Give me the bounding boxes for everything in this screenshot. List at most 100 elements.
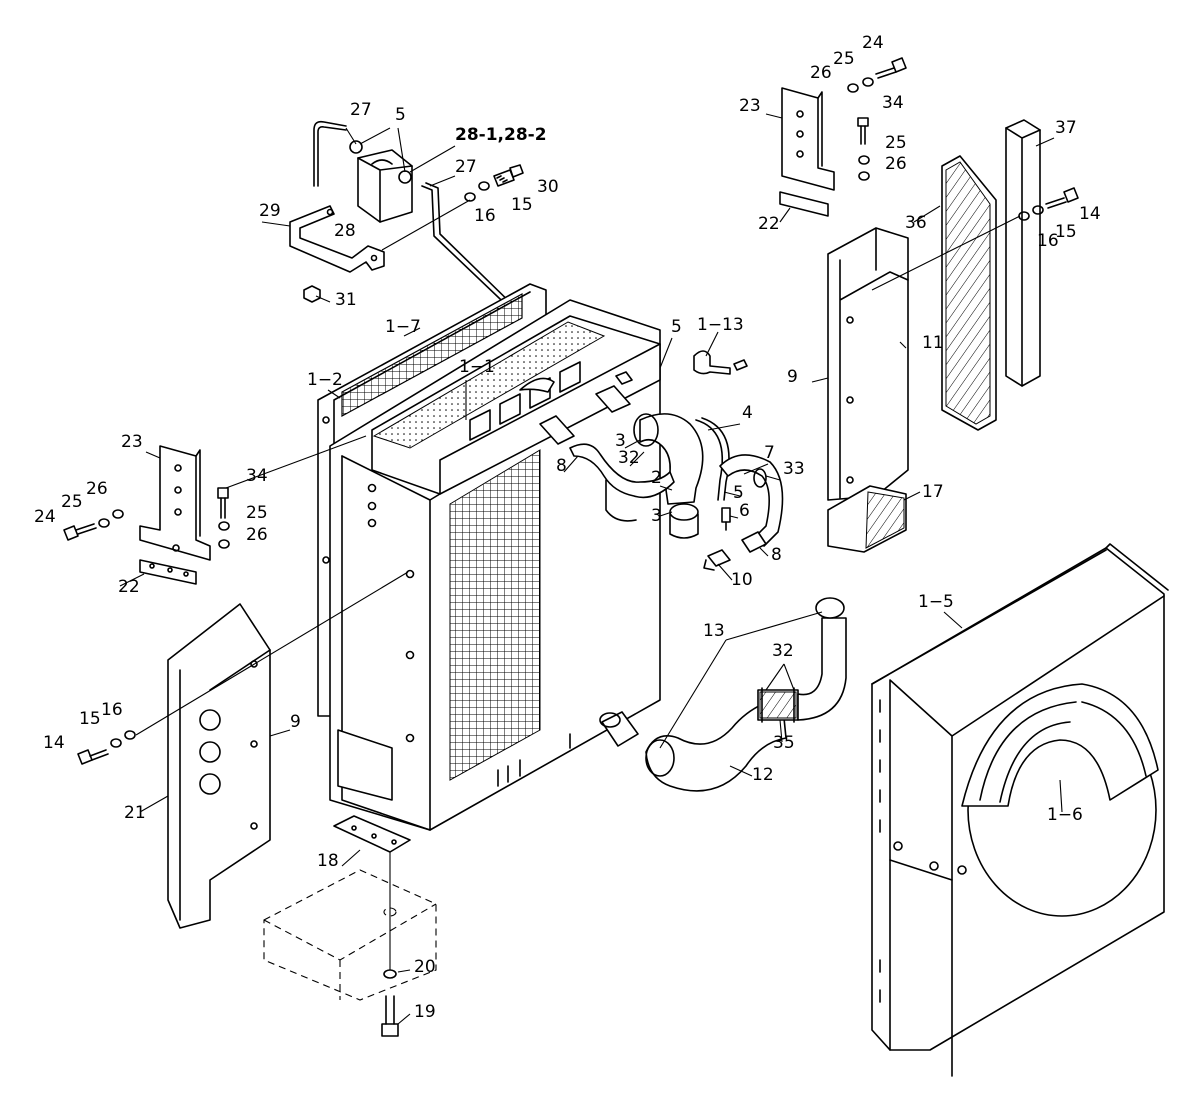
pad-17 [827,485,907,553]
callout-c8a: 8 [556,456,567,476]
callout-c25a: 25 [833,49,855,69]
callout-c16b: 16 [1037,231,1059,251]
callout-c25d: 25 [246,503,268,523]
callout-c32b: 32 [772,641,794,661]
bolt-34-right [857,117,870,181]
upper-elbow-13 [797,597,847,721]
callout-c37: 37 [1055,118,1077,138]
callout-c5b: 5 [671,317,682,337]
callout-c19: 19 [414,1002,436,1022]
callout-c22b: 22 [118,577,140,597]
callout-c36: 36 [905,213,927,233]
callout-c1-7: 1−7 [385,317,421,337]
bolt-34-left [217,487,230,549]
callout-c2: 2 [651,468,662,488]
clamp-1-13 [693,350,748,375]
mesh-screen-1-7 [341,292,523,418]
support-bracket-dashed [263,869,437,1001]
callout-c26a: 26 [810,63,832,83]
callout-c1-6: 1−6 [1047,805,1083,825]
bolt-14-right [1018,187,1079,221]
callout-c25b: 25 [885,133,907,153]
callout-c31: 31 [335,290,357,310]
callout-c34a: 34 [882,93,904,113]
callout-c6: 6 [739,501,750,521]
callout-c24a: 24 [862,33,884,53]
callout-c27a: 27 [350,100,372,120]
fitting-6 [721,507,731,531]
side-plate-21 [167,603,271,929]
bracket-23-left [139,445,211,561]
callout-c15a: 15 [511,195,533,215]
washer-15-16-top [464,181,490,202]
callout-c25c: 25 [61,492,83,512]
washer-20 [383,969,397,979]
callout-c26c: 26 [86,479,108,499]
callout-c9b: 9 [290,712,301,732]
plate-22-right [779,191,829,217]
callout-c26b: 26 [885,154,907,174]
bolt-30 [493,164,524,187]
nut-31 [303,285,321,303]
callout-c32a: 32 [618,448,640,468]
hose-8 [569,443,675,522]
reservoir-tank [349,140,413,223]
callout-c5c: 5 [733,483,744,503]
hose-rod-27 [313,120,347,187]
callout-c10: 10 [731,570,753,590]
callout-c4: 4 [742,403,753,423]
upper-hose-2 [633,413,704,539]
lower-hose-12 [645,697,787,792]
callout-c3a: 3 [615,431,626,451]
callout-c16a: 16 [474,206,496,226]
plate-18 [333,815,411,853]
callout-c7: 7 [764,443,775,463]
callout-c11: 11 [922,333,944,353]
callout-c3b: 3 [651,506,662,526]
callout-c20: 20 [414,957,436,977]
callout-c28: 28 [334,221,356,241]
callout-c9a: 9 [787,367,798,387]
hose-7-33 [719,454,784,547]
callout-c26d: 26 [246,525,268,545]
inlet-stubs [539,371,633,445]
seal-36 [941,155,997,431]
callout-c15c: 15 [79,709,101,729]
callout-c18: 18 [317,851,339,871]
callout-c27b: 27 [455,157,477,177]
callout-c23b: 23 [121,432,143,452]
callout-c22a: 22 [758,214,780,234]
fitting-8b [741,531,767,553]
callout-c33: 33 [783,459,805,479]
callout-c17: 17 [922,482,944,502]
fan-ring-1-6 [961,683,1159,917]
callout-c15b: 15 [1055,222,1077,242]
radiator-holes [367,483,415,743]
side-plate-9-right [827,227,909,501]
callout-c13: 13 [703,621,725,641]
callout-c34b: 34 [246,466,268,486]
callout-c8b: 8 [771,545,782,565]
outlet-pipe [599,711,639,747]
bottom-slots [497,733,571,787]
top-tank-1-1 [371,315,661,495]
callout-c35: 35 [773,733,795,753]
bolt-24-left [63,509,124,541]
plate-22-left [139,559,197,585]
plug-10 [703,549,731,571]
hose-4-tube [695,417,730,501]
callout-c29: 29 [259,201,281,221]
bolt-24-right [847,57,907,93]
callout-c16c: 16 [101,700,123,720]
callout-c1-5: 1−5 [918,592,954,612]
bracket-23-right [781,87,835,191]
callout-c23a: 23 [739,96,761,116]
mounting-bracket-29 [289,205,385,273]
callout-c12: 12 [752,765,774,785]
bar-37 [1005,119,1041,387]
callout-c14a: 14 [1079,204,1101,224]
callout-c24b: 24 [34,507,56,527]
callout-c1-2: 1−2 [307,370,343,390]
